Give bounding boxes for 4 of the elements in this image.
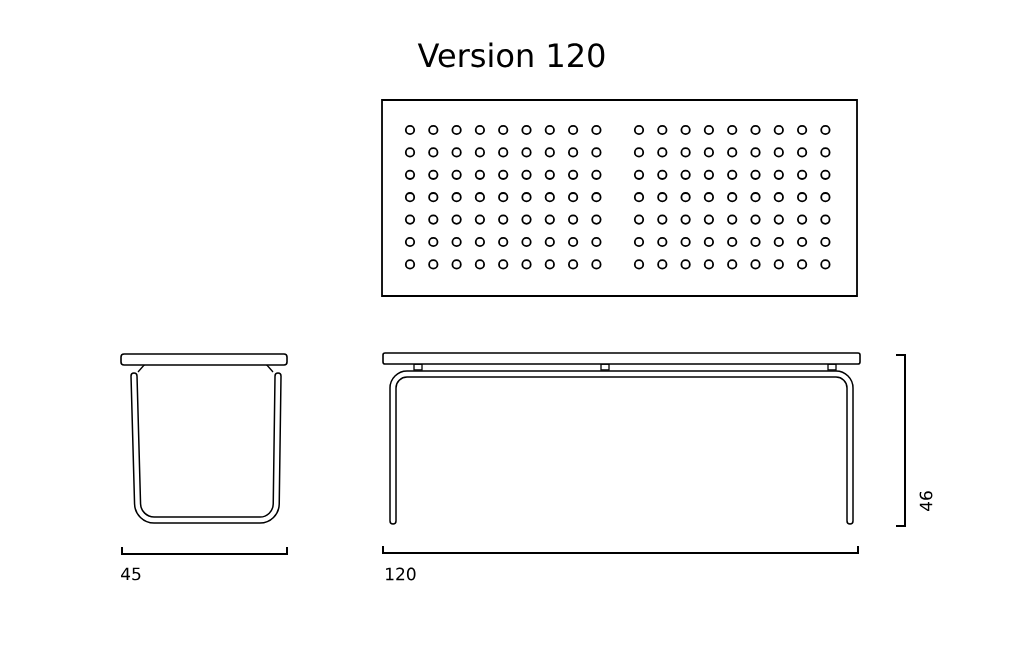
dimension-label: 120 xyxy=(386,567,416,581)
title: Version 120 xyxy=(417,42,605,68)
dimension-label: 46 xyxy=(919,491,933,511)
dimension-label: 45 xyxy=(121,567,141,581)
